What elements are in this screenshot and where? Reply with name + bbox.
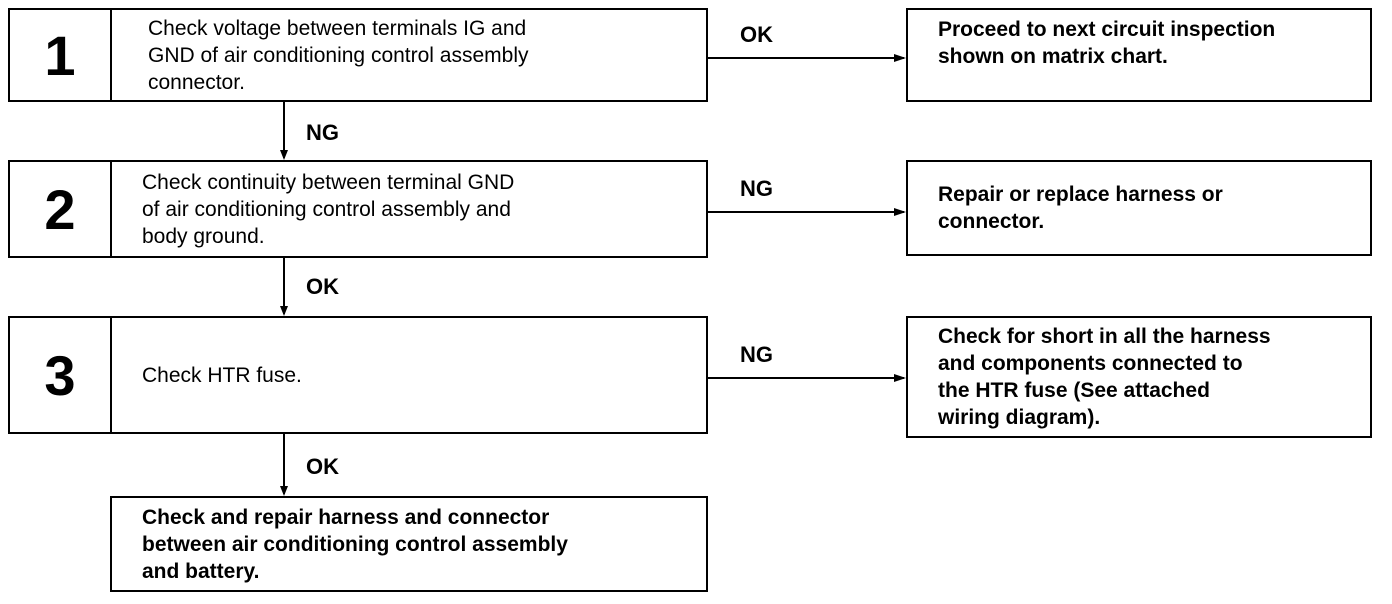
label-step3-ng: NG bbox=[740, 342, 773, 367]
final-text: Check and repair harness and connector b… bbox=[142, 505, 568, 583]
step-box-2: 2 Check continuity between terminal GND … bbox=[8, 160, 708, 258]
step-number-2: 2 bbox=[10, 162, 112, 256]
step-text-1: Check voltage between terminals IG and G… bbox=[148, 16, 529, 94]
label-step2-ok: OK bbox=[306, 274, 339, 299]
label-step3-ok: OK bbox=[306, 454, 339, 479]
final-box: Check and repair harness and connector b… bbox=[110, 496, 708, 592]
arrowhead-3-to-final bbox=[280, 486, 288, 496]
arrowhead-1-to-2 bbox=[280, 150, 288, 160]
outcome-box-2: Repair or replace harness or connector. bbox=[906, 160, 1372, 256]
outcome-text-3: Check for short in all the harness and c… bbox=[938, 325, 1271, 429]
label-step2-ng: NG bbox=[740, 176, 773, 201]
label-step1-ng: NG bbox=[306, 120, 339, 145]
outcome-text-2: Repair or replace harness or connector. bbox=[938, 183, 1223, 233]
outcome-box-1: Proceed to next circuit inspection shown… bbox=[906, 8, 1372, 102]
label-step1-ok: OK bbox=[740, 22, 773, 47]
outcome-text-1: Proceed to next circuit inspection shown… bbox=[938, 18, 1276, 68]
step-text-2: Check continuity between terminal GND of… bbox=[142, 170, 515, 248]
arrowhead-2-to-outcome bbox=[894, 208, 906, 216]
step-number-3: 3 bbox=[10, 318, 112, 432]
step-number-1: 1 bbox=[10, 10, 112, 100]
outcome-box-3: Check for short in all the harness and c… bbox=[906, 316, 1372, 438]
step-text-3: Check HTR fuse. bbox=[142, 363, 302, 387]
arrowhead-2-to-3 bbox=[280, 306, 288, 316]
arrowhead-1-to-outcome bbox=[894, 54, 906, 62]
step-box-1: 1 Check voltage between terminals IG and… bbox=[8, 8, 708, 102]
step-box-3: 3 Check HTR fuse. bbox=[8, 316, 708, 434]
arrowhead-3-to-outcome bbox=[894, 374, 906, 382]
